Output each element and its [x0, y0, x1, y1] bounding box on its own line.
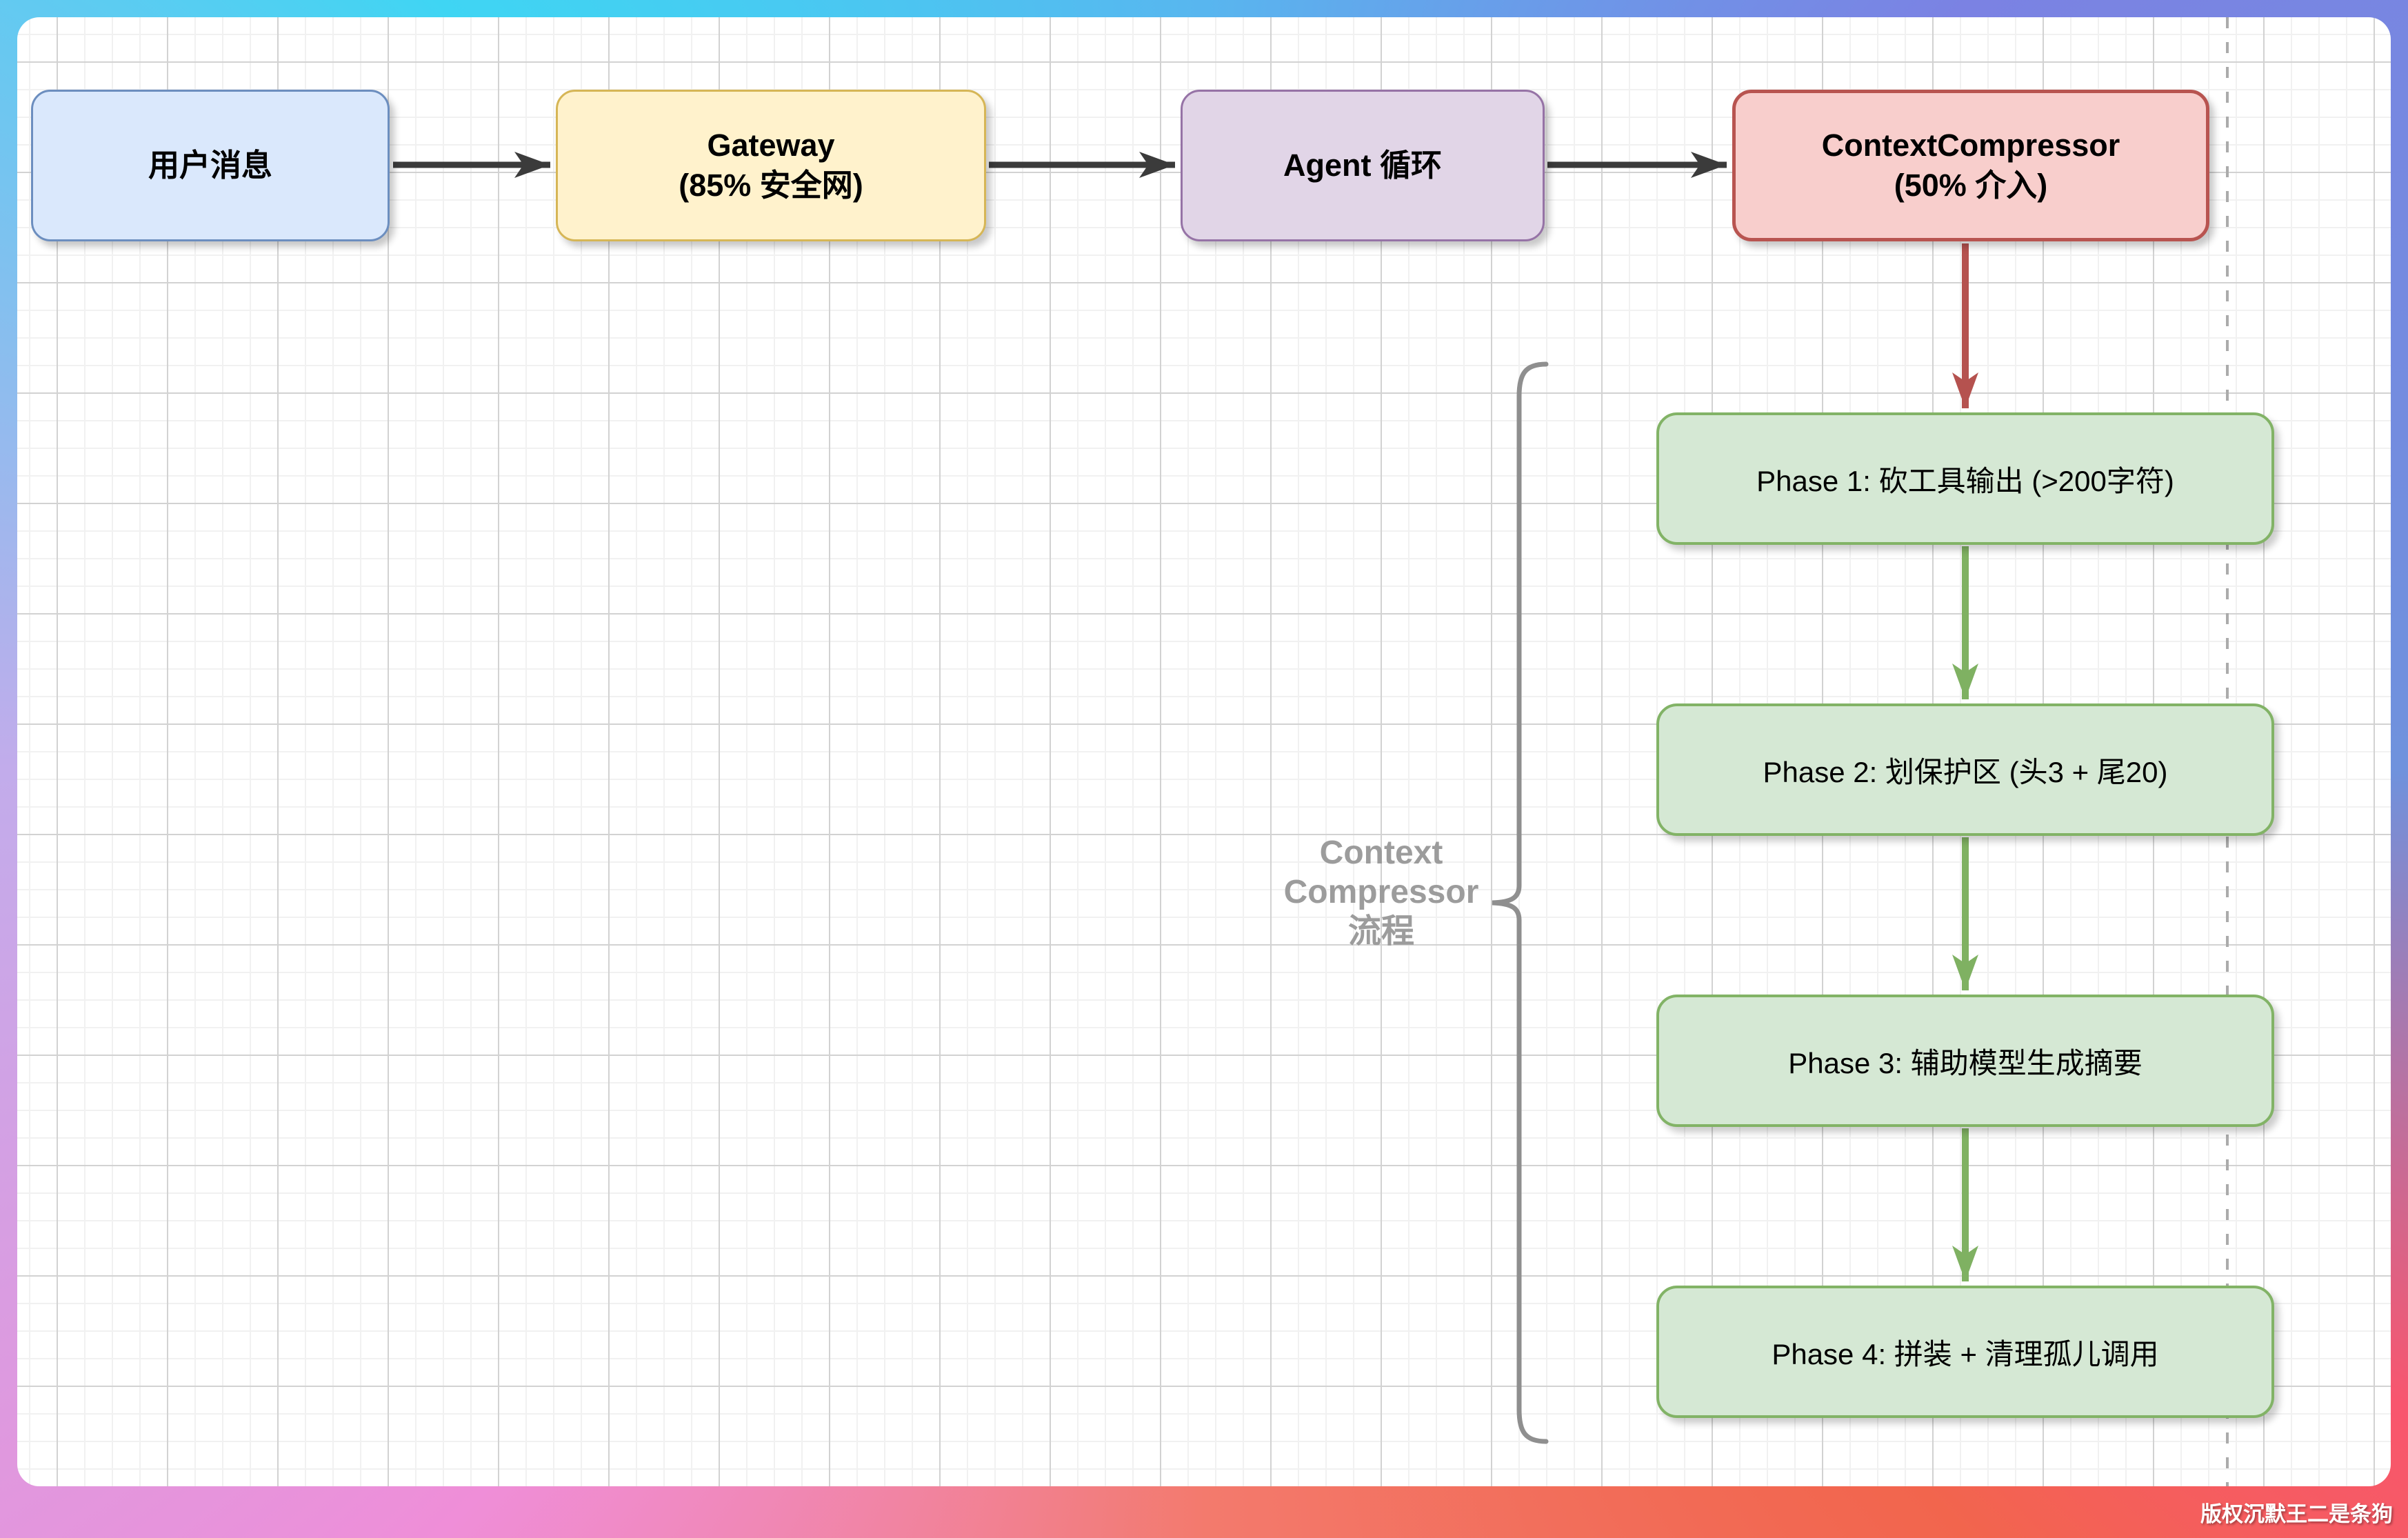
node-agent-loop[interactable]: Agent 循环 — [1181, 90, 1545, 241]
brace-label: Context Compressor 流程 — [1264, 833, 1498, 951]
watermark-text: 版权沉默王二是条狗 — [2200, 1502, 2393, 1526]
node-phase-2[interactable]: Phase 2: 划保护区 (头3 + 尾20) — [1656, 703, 2274, 836]
node-context-compressor[interactable]: ContextCompressor (50% 介入) — [1732, 90, 2209, 241]
node-gateway-label-line1: Gateway — [707, 128, 835, 163]
brace-label-line2: Compressor — [1283, 874, 1479, 910]
node-gateway[interactable]: Gateway (85% 安全网) — [556, 90, 986, 241]
node-phase-3[interactable]: Phase 3: 辅助模型生成摘要 — [1656, 995, 2274, 1127]
node-phase-2-label: Phase 2: 划保护区 (头3 + 尾20) — [1763, 755, 2168, 788]
node-user-message[interactable]: 用户消息 — [31, 90, 390, 241]
node-context-compressor-label-line1: ContextCompressor — [1821, 128, 2120, 163]
node-user-message-label: 用户消息 — [148, 148, 272, 183]
node-phase-4-label: Phase 4: 拼装 + 清理孤儿调用 — [1772, 1337, 2159, 1370]
node-phase-3-label: Phase 3: 辅助模型生成摘要 — [1788, 1046, 2143, 1079]
curly-brace — [1492, 361, 1549, 1444]
brace-label-line1: Context — [1319, 835, 1443, 871]
node-phase-1[interactable]: Phase 1: 砍工具输出 (>200字符) — [1656, 412, 2274, 545]
node-agent-loop-label: Agent 循环 — [1283, 148, 1442, 183]
node-phase-4[interactable]: Phase 4: 拼装 + 清理孤儿调用 — [1656, 1286, 2274, 1418]
node-context-compressor-label-line2: (50% 介入) — [1894, 168, 2048, 203]
node-gateway-label-line2: (85% 安全网) — [679, 168, 863, 203]
node-phase-1-label: Phase 1: 砍工具输出 (>200字符) — [1756, 464, 2174, 497]
brace-label-line3: 流程 — [1347, 913, 1414, 950]
